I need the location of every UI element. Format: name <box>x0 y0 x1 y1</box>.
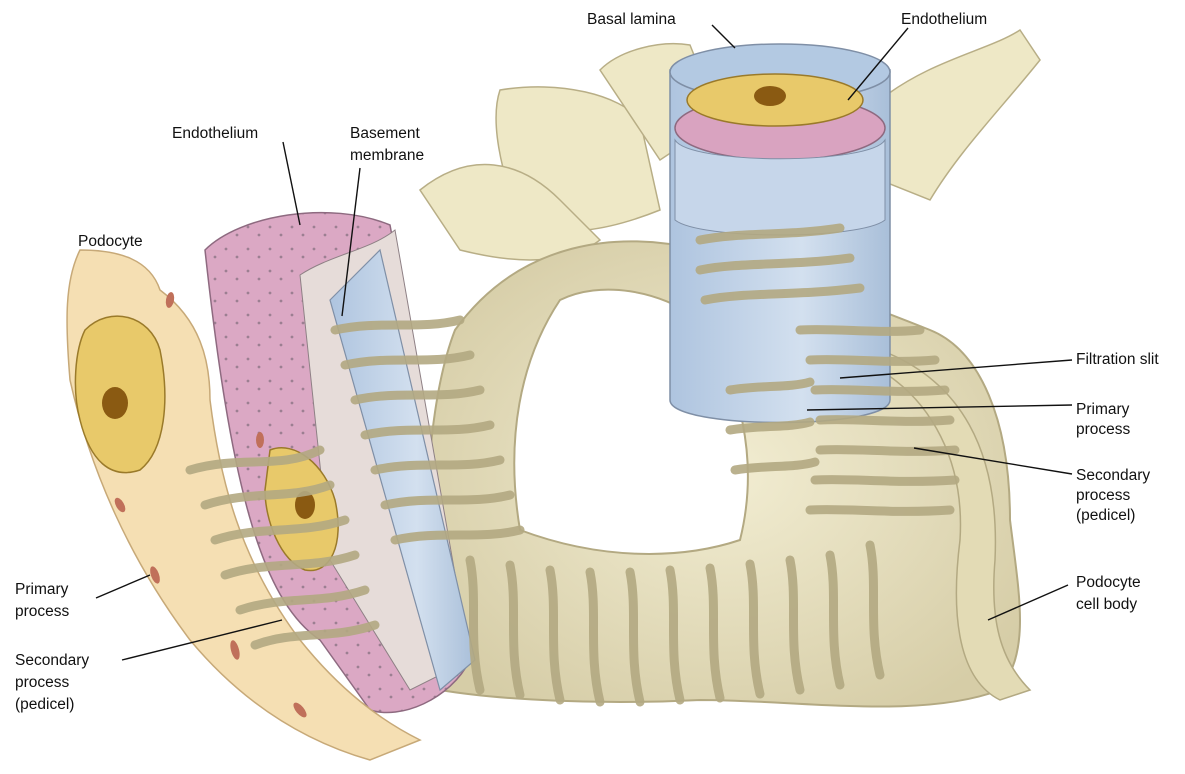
label-secondary-process-left-2: process <box>15 674 70 691</box>
leader-primary-process-left <box>96 575 150 598</box>
label-podocyte: Podocyte <box>78 233 143 250</box>
label-filtration-slit: Filtration slit <box>1076 351 1159 368</box>
label-secondary-process-right-1: Secondary <box>1076 467 1150 484</box>
label-basal-lamina: Basal lamina <box>587 11 676 28</box>
label-primary-process-right-2: process <box>1076 421 1131 438</box>
label-podocyte-cell-body-2: cell body <box>1076 596 1137 613</box>
leader-endothelium-left <box>283 142 300 225</box>
label-primary-process-right-1: Primary <box>1076 401 1130 418</box>
label-secondary-process-left-3: (pedicel) <box>15 696 74 713</box>
label-basement-membrane-1: Basement <box>350 125 420 142</box>
label-secondary-process-right-2: process <box>1076 487 1131 504</box>
label-endothelium-left: Endothelium <box>172 125 258 142</box>
label-secondary-process-left-1: Secondary <box>15 652 89 669</box>
label-primary-process-left-1: Primary <box>15 581 69 598</box>
label-secondary-process-right-3: (pedicel) <box>1076 507 1135 524</box>
leader-basal-lamina <box>712 25 735 48</box>
label-podocyte-cell-body-1: Podocyte <box>1076 574 1141 591</box>
label-basement-membrane-2: membrane <box>350 147 424 164</box>
label-primary-process-left-2: process <box>15 603 70 620</box>
label-endothelium-top: Endothelium <box>901 11 987 28</box>
